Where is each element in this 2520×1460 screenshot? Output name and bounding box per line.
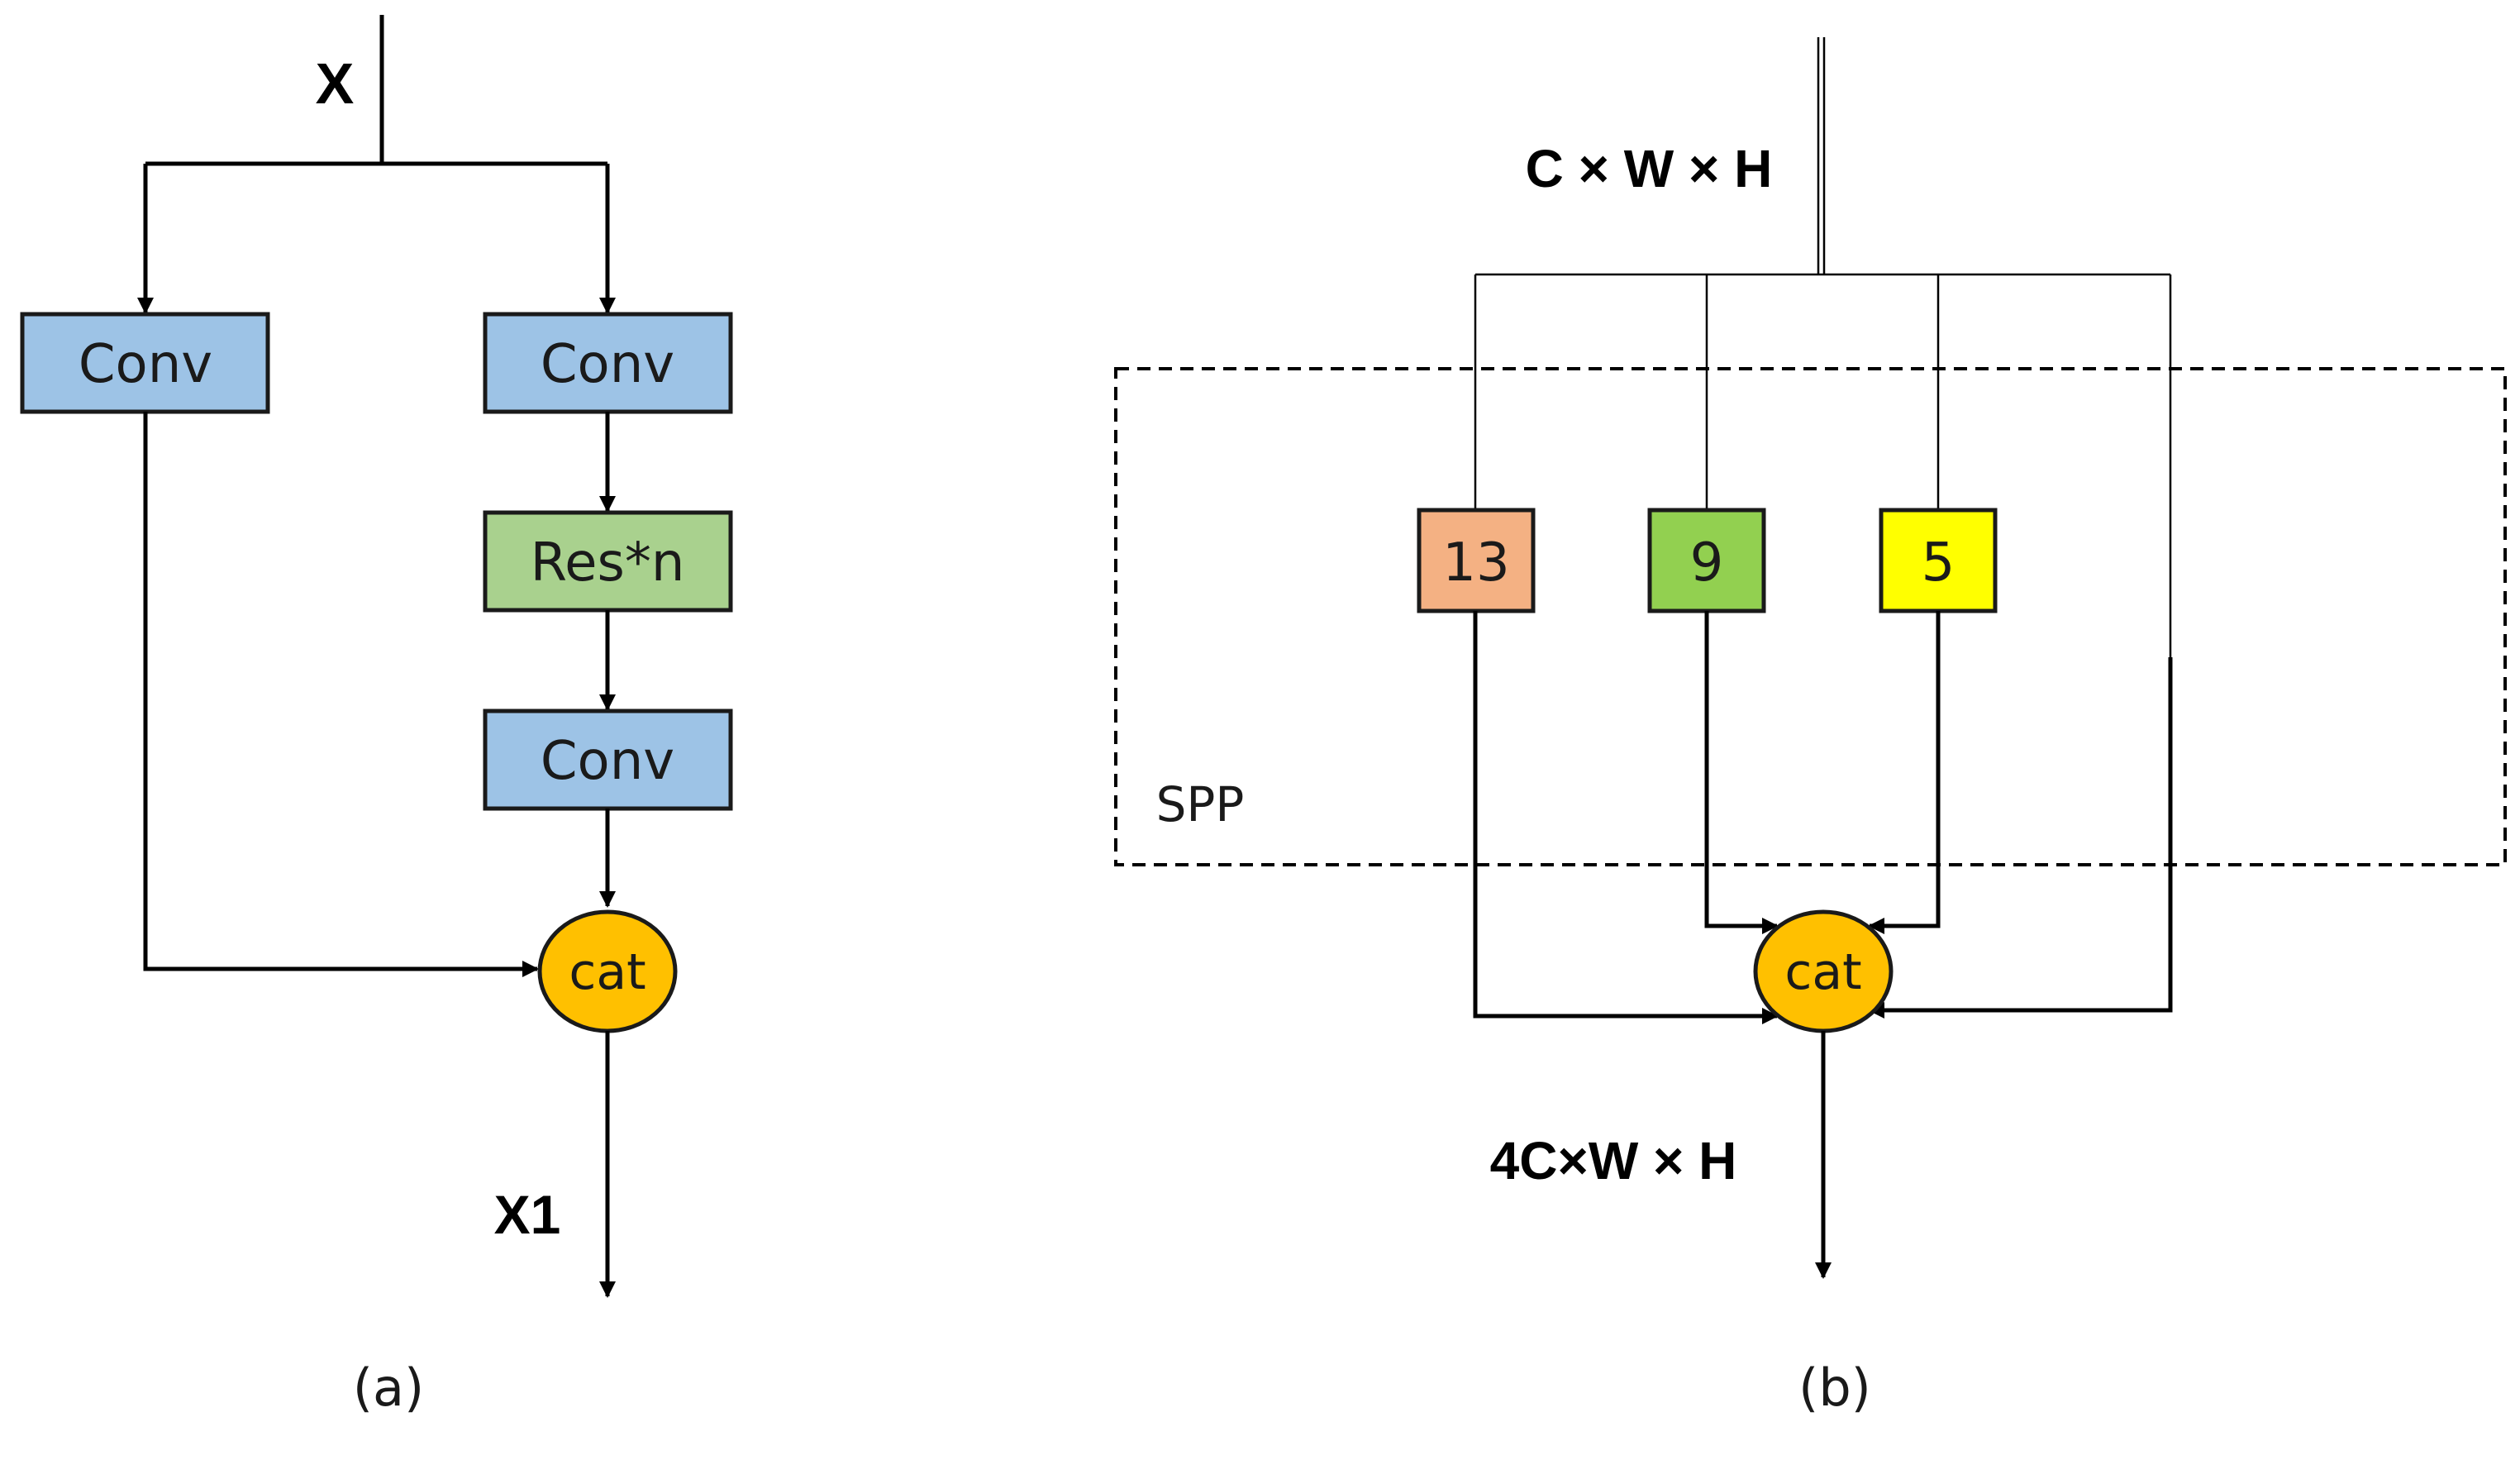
pool-9-label: 9 [1690, 532, 1724, 594]
conv-right-top-label: Conv [541, 334, 674, 395]
conv-left-box [20, 312, 270, 414]
res-label: Res*n [531, 532, 685, 594]
res-block: Res*n [483, 510, 733, 613]
spp-container [1114, 367, 2507, 866]
arrow-left-branch-to-cat-a [143, 412, 539, 977]
pool-13-label: 13 [1442, 532, 1509, 594]
input-x-label: X [316, 51, 355, 116]
pool-13-box [1417, 508, 1536, 613]
pool-5-label: 5 [1922, 532, 1956, 594]
arrow-5-to-cat [1868, 611, 1941, 934]
pool-13-block: 13 [1417, 508, 1536, 613]
pool-9-box [1647, 508, 1766, 613]
output-4cwh-label: 4C×W × H [1490, 1131, 1737, 1190]
cat-node-b: cat [1753, 909, 1894, 1033]
pool-5-block: 5 [1879, 508, 1998, 613]
conv-left-block: Conv [20, 312, 270, 414]
conv-left-label: Conv [79, 334, 212, 395]
res-box [483, 510, 733, 613]
cat-label-b: cat [1784, 943, 1861, 1001]
output-x1-label: X1 [494, 1184, 561, 1245]
caption-a: (a) [353, 1357, 424, 1418]
pool-5-box [1879, 508, 1998, 613]
conv-right-bottom-label: Conv [541, 731, 674, 792]
arrow-9-to-cat [1704, 611, 1779, 934]
spp-label: SPP [1156, 776, 1245, 833]
conv-right-bottom-block: Conv [483, 709, 733, 811]
input-cwh-label: C × W × H [1526, 139, 1773, 198]
pool-9-block: 9 [1647, 508, 1766, 613]
conv-right-top-block: Conv [483, 312, 733, 414]
panel-b: C × W × H SPP 13 9 5 [1114, 37, 2507, 1418]
panel-a: X Conv Conv Res*n Conv [20, 15, 733, 1418]
arrow-identity-to-cat [1868, 657, 2173, 1019]
arrow-13-to-cat [1473, 611, 1779, 1024]
caption-b: (b) [1798, 1357, 1871, 1418]
cat-node-a: cat [537, 909, 678, 1033]
cat-label-a: cat [569, 943, 645, 1001]
